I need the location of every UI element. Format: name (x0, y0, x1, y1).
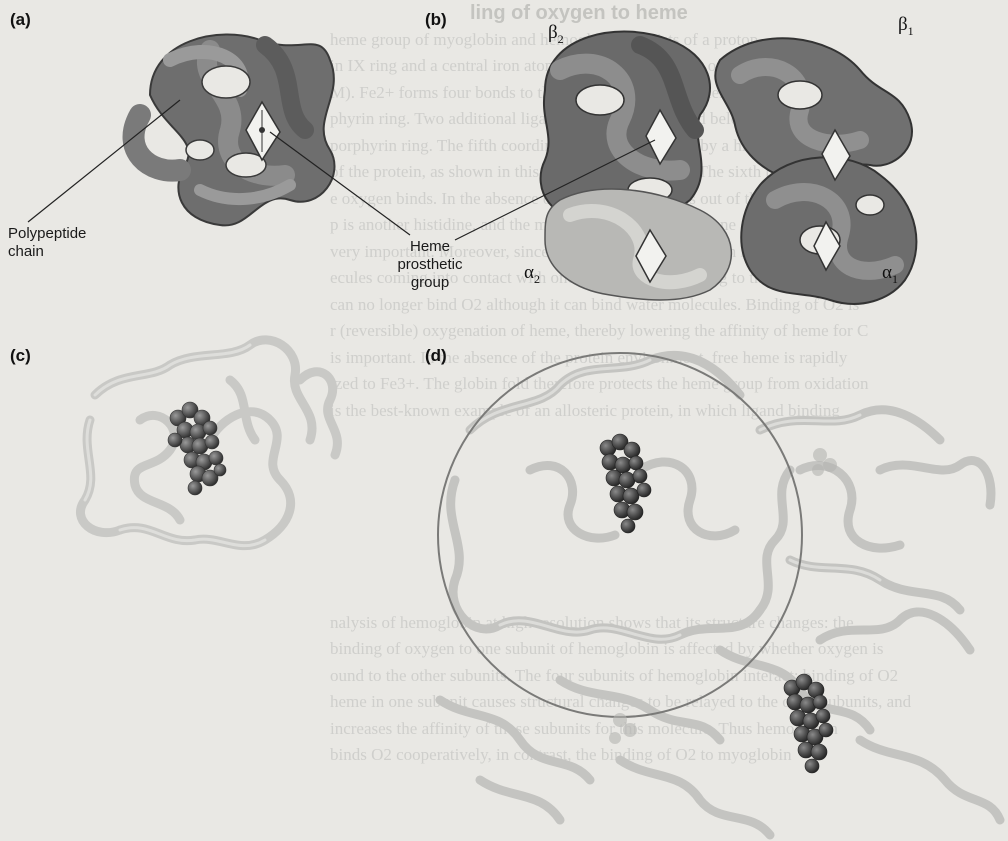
heme-spacefill-d2 (784, 674, 833, 773)
polypeptide-chain-label: Polypeptide chain (8, 225, 86, 261)
subunit-label-beta2: β2 (548, 22, 564, 47)
subunit-label-alpha2: α2 (524, 262, 540, 287)
hemoglobin-backbone-tube (440, 355, 1000, 835)
myoglobin-ribbon (134, 35, 335, 226)
hemoglobin-ribbon (541, 32, 917, 304)
panel-label-a: (a) (10, 10, 31, 30)
panel-label-c: (c) (10, 346, 31, 366)
subunit-label-alpha1: α1 (882, 262, 898, 287)
heme-spacefill-c (168, 402, 226, 495)
heme-spacefill-d1 (600, 434, 651, 533)
subunit-label-beta1: β1 (898, 14, 914, 39)
heme-prosthetic-group-label: Heme prosthetic group (384, 238, 476, 292)
panel-label-d: (d) (425, 346, 447, 366)
panel-label-b: (b) (425, 10, 447, 30)
